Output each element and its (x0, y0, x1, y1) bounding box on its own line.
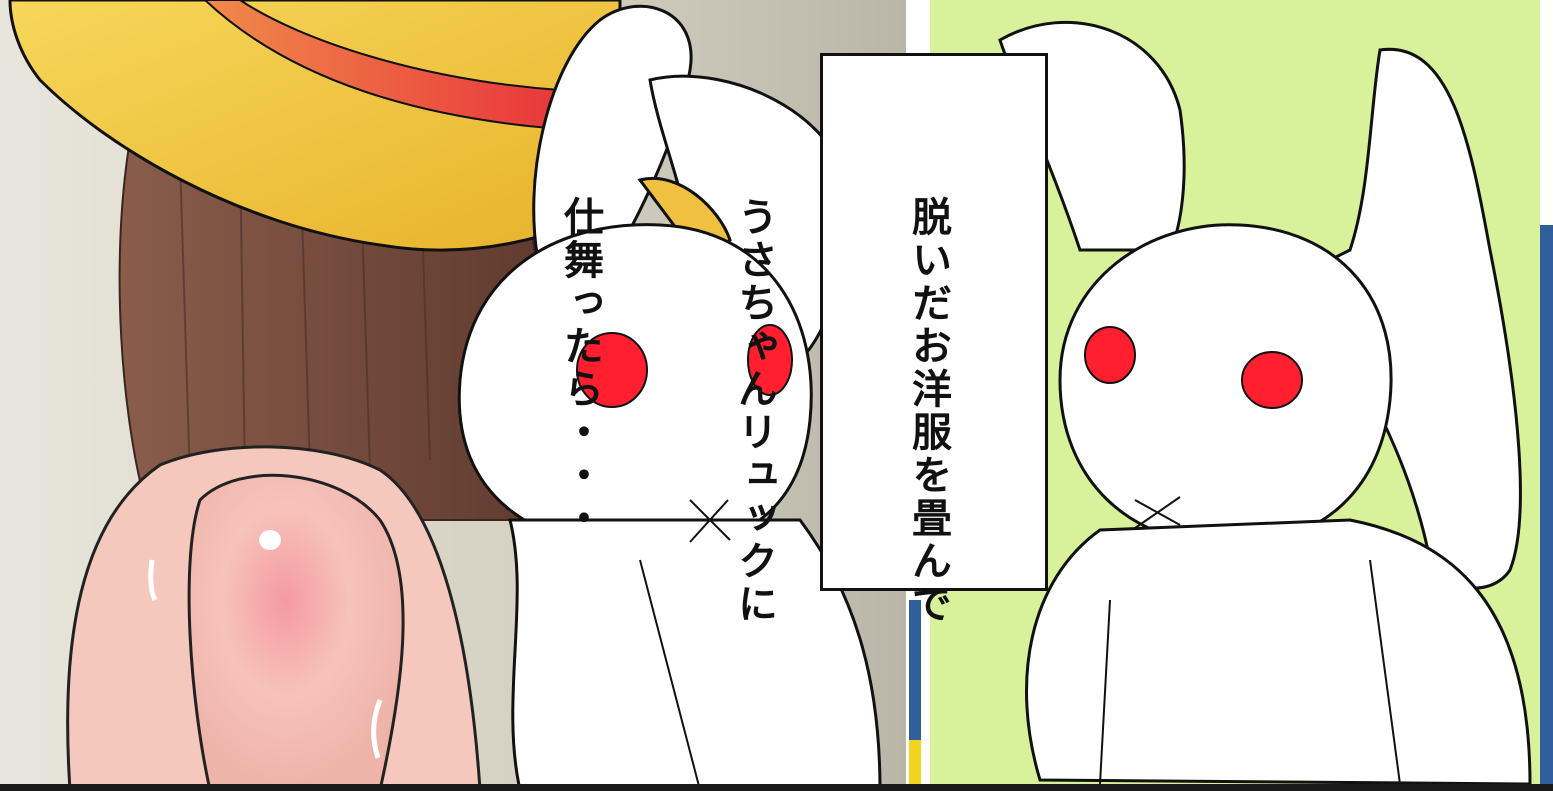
rabbit-eye-left (576, 332, 648, 408)
narration-text: 脱いだお洋服を畳んで うさちゃんリュックに 仕舞ったら・・・ (493, 94, 1015, 626)
caption-line-1: 脱いだお洋服を畳んで (905, 195, 951, 626)
caption-line-2: うさちゃんリュックに (731, 195, 777, 626)
sweat-drop (371, 699, 383, 759)
shoulder-blush (187, 473, 405, 784)
left-panel (0, 0, 906, 784)
caption-line-3: 仕舞ったら・・・ (557, 195, 603, 540)
skin-highlight (259, 530, 281, 550)
rabbit-eye-left (1084, 326, 1136, 384)
gutter-blue-strip (909, 600, 921, 750)
left-panel-art (0, 0, 906, 784)
rabbit-eye-right (747, 324, 793, 396)
sweat-drop (148, 559, 158, 602)
right-edge-blue-strip (1540, 225, 1553, 791)
page-bottom-edge (0, 784, 1553, 791)
rabbit-plush-icon (998, 20, 1532, 784)
rabbit-eye-right (1241, 351, 1303, 409)
narration-caption-box: 脱いだお洋服を畳んで うさちゃんリュックに 仕舞ったら・・・ (557, 53, 1048, 626)
straw-hat-icon (8, 0, 622, 252)
gutter-yellow-strip (909, 740, 921, 791)
